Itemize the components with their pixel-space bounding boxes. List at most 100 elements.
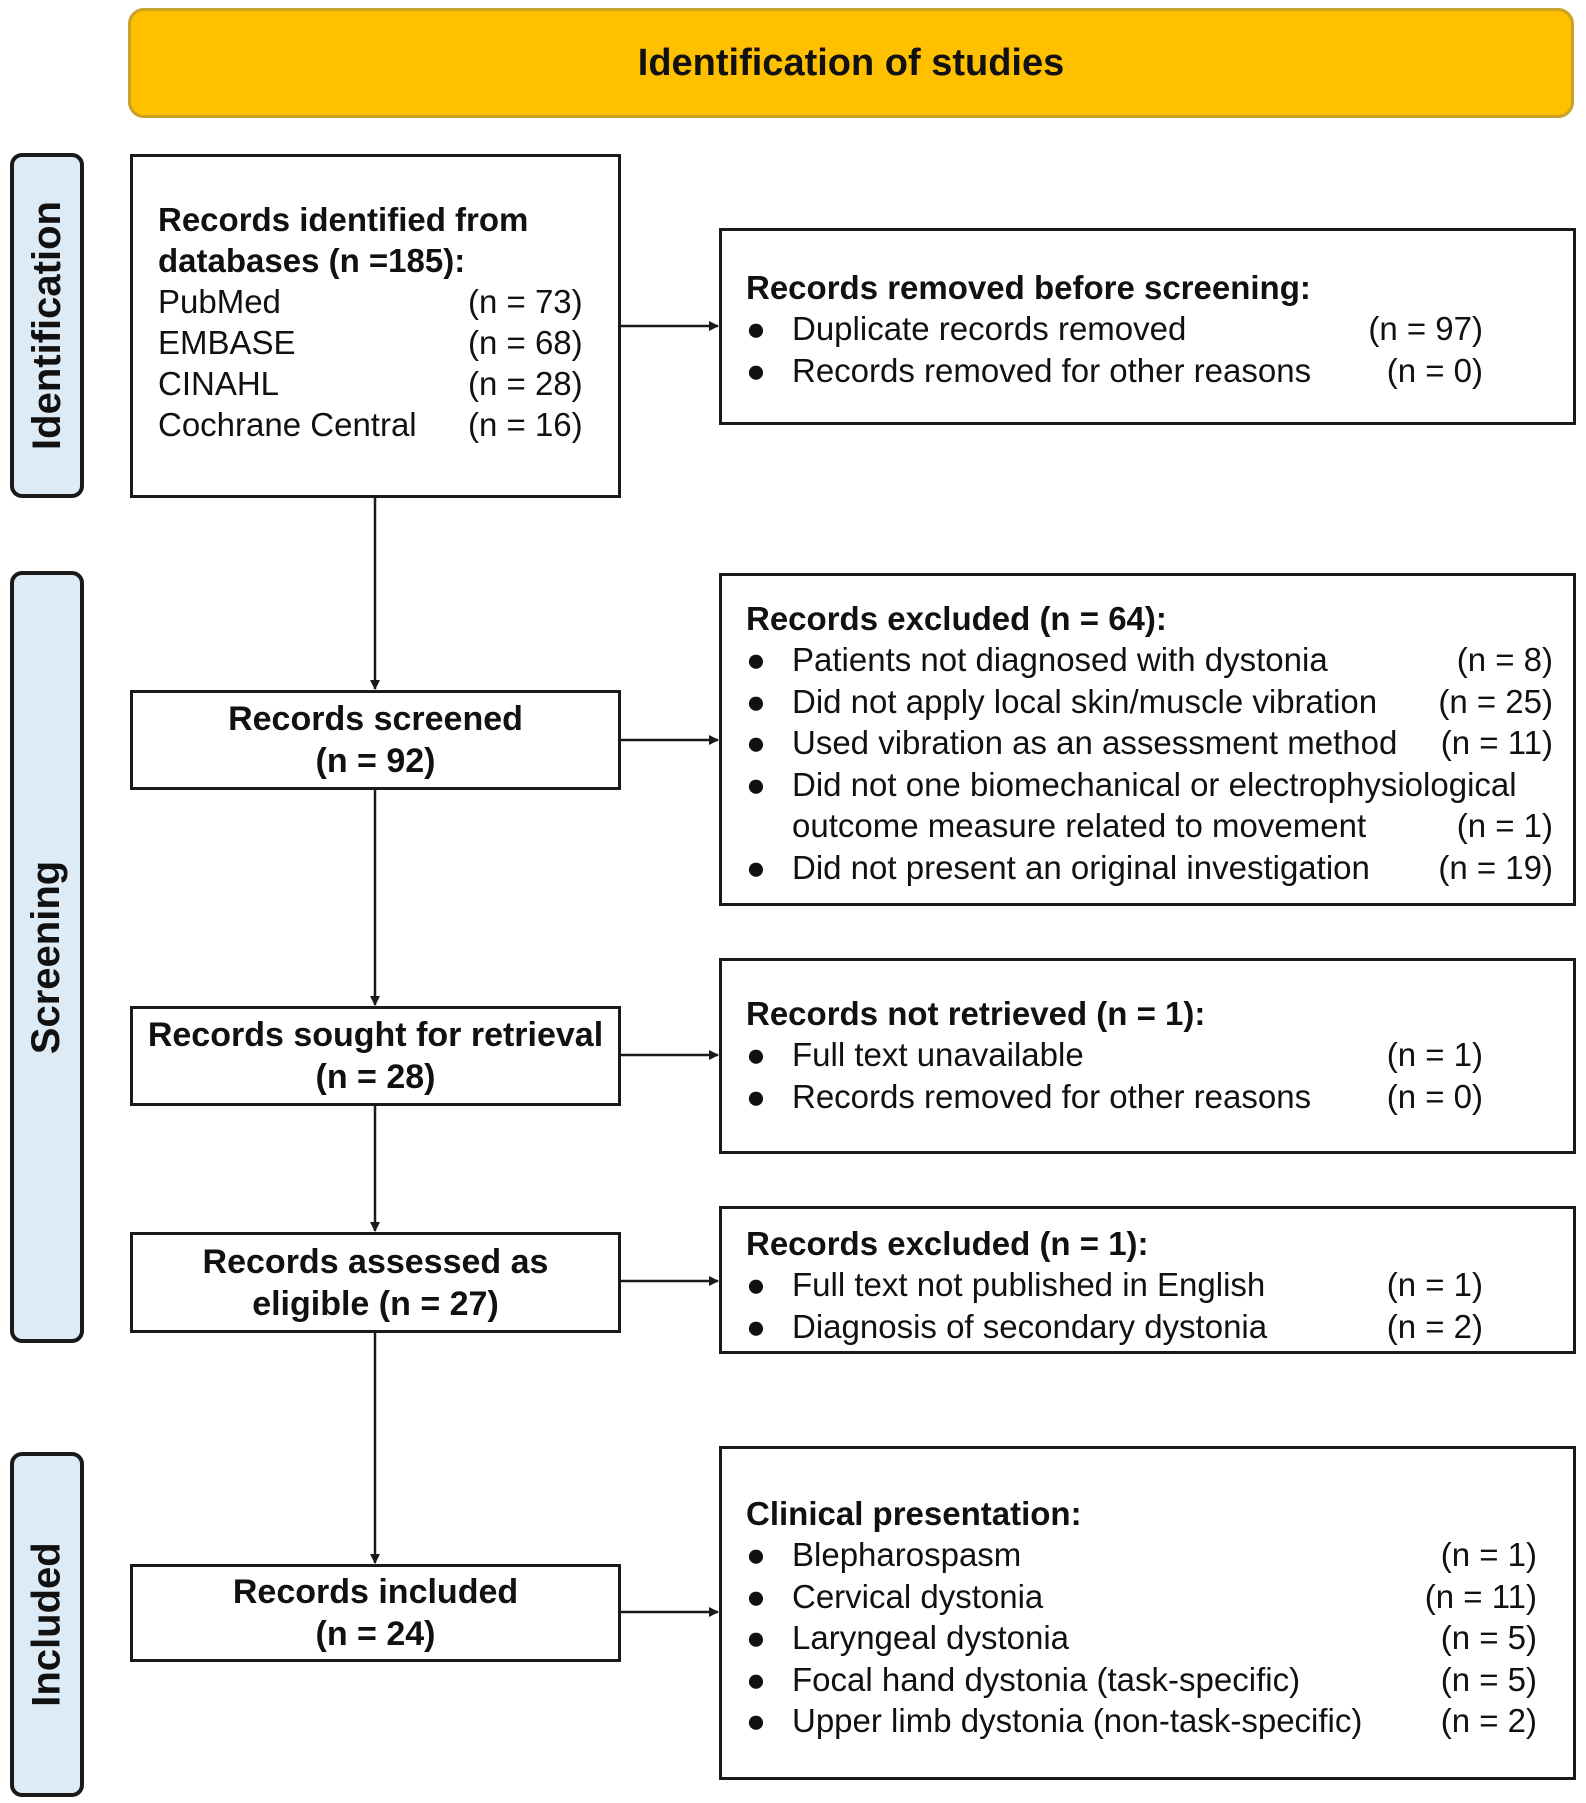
bullet-icon: ● <box>746 765 766 803</box>
bullet-icon: ● <box>746 1619 766 1656</box>
item-count: (n = 2) <box>1386 1307 1483 1345</box>
database-row: PubMed (n = 73) <box>158 281 618 322</box>
records-excluded-eligibility-box: Records excluded (n = 1): ● Full text not… <box>719 1206 1576 1354</box>
records-removed-list: ● Duplicate records removed (n = 97) ●Reco… <box>746 308 1483 391</box>
records-sought-line1: Records sought for retrieval <box>147 1016 604 1054</box>
item-text: Did not present an original investigatio… <box>792 848 1370 886</box>
item-text: Full text not published in English <box>792 1266 1266 1303</box>
item-count: (n = 1) <box>1386 1036 1483 1073</box>
item-count: (n = 97) <box>1368 310 1483 347</box>
database-name: PubMed <box>158 283 281 320</box>
database-name: EMBASE <box>158 324 296 361</box>
list-item: ● Cervical dystonia (n = 11) <box>746 1576 1537 1618</box>
bullet-icon: ● <box>746 1266 766 1303</box>
records-assessed-line2: eligible (n = 27) <box>252 1284 499 1323</box>
records-not-retrieved-title: Records not retrieved (n = 1): <box>746 995 1206 1032</box>
bullet-icon: ● <box>746 1660 766 1698</box>
item-text: Blepharospasm <box>792 1536 1022 1573</box>
records-screened-line1: Records screened <box>228 700 523 738</box>
database-count: (n = 16) <box>468 406 583 443</box>
bullet-icon: ● <box>746 310 766 347</box>
item-count: (n = 8) <box>1456 641 1553 678</box>
records-removed-title: Records removed before screening: <box>746 269 1311 306</box>
clinical-presentation-list: ● Blepharospasm (n = 1) ● Cervical dystonia… <box>746 1534 1537 1742</box>
records-identified-title-line2: databases (n =185): <box>158 242 466 279</box>
item-count: (n = 0) <box>1386 351 1483 389</box>
list-item-continuation: outcome measure related to movement (n = … <box>746 805 1553 847</box>
database-count: (n = 68) <box>468 324 583 361</box>
item-count: (n = 1) <box>1456 807 1553 844</box>
records-screened-box: Records screened (n = 92) <box>130 690 621 790</box>
list-item: ● Focal hand dystonia (task-specific) (n =… <box>746 1659 1537 1701</box>
item-text: Records removed for other reasons <box>792 351 1312 389</box>
item-count: (n = 2) <box>1440 1702 1537 1739</box>
bullet-icon: ● <box>746 1077 766 1115</box>
database-row: EMBASE (n = 68) <box>158 322 618 363</box>
item-text: Records removed for other reasons <box>792 1077 1312 1115</box>
item-text: Full text unavailable <box>792 1036 1084 1073</box>
item-count: (n = 0) <box>1386 1077 1483 1115</box>
list-item: ● Did not one biomechanical or electrophy… <box>746 764 1553 806</box>
list-item: ●Records removed for other reasons(n = 0… <box>746 350 1483 392</box>
item-text: Cervical dystonia <box>792 1577 1044 1615</box>
records-excluded-eligibility-title: Records excluded (n = 1): <box>746 1225 1149 1262</box>
phase-identification: Identification <box>10 153 84 498</box>
bullet-icon: ● <box>746 1702 766 1739</box>
records-not-retrieved-list: ● Full text unavailable (n = 1) ● Records r… <box>746 1034 1483 1117</box>
records-assessed-box: Records assessed as eligible (n = 27) <box>130 1232 621 1333</box>
records-screened-line2: (n = 92) <box>315 742 436 780</box>
item-text: Used vibration as an assessment method <box>792 724 1398 761</box>
records-excluded-eligibility-list: ● Full text not published in English (n = … <box>746 1264 1483 1347</box>
item-count: (n = 25) <box>1438 682 1553 720</box>
records-excluded-screening-title: Records excluded (n = 64): <box>746 600 1167 637</box>
item-text: Laryngeal dystonia <box>792 1619 1070 1656</box>
item-count: (n = 19) <box>1438 848 1553 886</box>
clinical-presentation-title: Clinical presentation: <box>746 1495 1082 1532</box>
item-text: Patients not diagnosed with dystonia <box>792 641 1328 678</box>
bullet-icon: ● <box>746 1036 766 1073</box>
header-banner: Identification of studies <box>128 8 1574 118</box>
bullet-icon: ● <box>746 1577 766 1615</box>
list-item: ● Duplicate records removed (n = 97) <box>746 308 1483 350</box>
database-row: Cochrane Central (n = 16) <box>158 404 618 445</box>
list-item: ●Blepharospasm(n = 1) <box>746 1534 1537 1576</box>
item-count: (n = 11) <box>1424 1577 1537 1615</box>
item-text: Focal hand dystonia (task-specific) <box>792 1660 1301 1698</box>
records-included-box: Records included (n = 24) <box>130 1564 621 1662</box>
records-included-line1: Records included <box>232 1573 519 1611</box>
list-item: ● Patients not diagnosed with dystonia (n … <box>746 639 1553 681</box>
list-item: ● Upper limb dystonia (non-task-specific)… <box>746 1700 1537 1742</box>
database-count: (n = 73) <box>468 283 583 320</box>
bullet-icon: ● <box>746 848 766 886</box>
list-item: ● Did not apply local skin/muscle vibrati… <box>746 681 1553 723</box>
item-text: Duplicate records removed <box>792 310 1187 347</box>
clinical-presentation-box: Clinical presentation: ● Blepharospasm (n … <box>719 1446 1576 1780</box>
list-item: ● Records removed for other reasons (n = 0… <box>746 1076 1483 1118</box>
list-item: ● Did not present an original investigati… <box>746 847 1553 889</box>
records-excluded-screening-box: Records excluded (n = 64): ● Patients not… <box>719 573 1576 906</box>
database-count: (n = 28) <box>468 365 583 402</box>
bullet-icon: ● <box>746 1307 766 1345</box>
list-item: ● Full text unavailable (n = 1) <box>746 1034 1483 1076</box>
records-included-line2: (n = 24) <box>315 1615 436 1653</box>
records-sought-line2: (n = 28) <box>315 1058 436 1096</box>
bullet-icon: ● <box>746 724 766 761</box>
list-item: ● Laryngeal dystonia (n = 5) <box>746 1617 1537 1659</box>
item-text: Did not apply local skin/muscle vibratio… <box>792 682 1378 720</box>
records-removed-box: Records removed before screening: ● Dupli… <box>719 228 1576 425</box>
bullet-icon: ● <box>746 682 766 720</box>
list-item: ●Diagnosis of secondary dystonia(n = 2) <box>746 1306 1483 1348</box>
item-count: (n = 11) <box>1440 724 1553 761</box>
item-text: outcome measure related to movement <box>792 807 1367 844</box>
item-count: (n = 5) <box>1440 1660 1537 1698</box>
item-text: Upper limb dystonia (non-task-specific) <box>792 1702 1363 1739</box>
records-assessed-line1: Records assessed as <box>202 1242 549 1281</box>
bullet-icon: ● <box>746 641 766 678</box>
item-count: (n = 5) <box>1440 1619 1537 1656</box>
item-text: Did not one biomechanical or electrophys… <box>792 765 1517 803</box>
item-count: (n = 1) <box>1386 1266 1483 1303</box>
item-count: (n = 1) <box>1440 1536 1537 1573</box>
records-excluded-screening-list: ● Patients not diagnosed with dystonia (n … <box>746 639 1553 888</box>
database-row: CINAHL (n = 28) <box>158 363 618 404</box>
